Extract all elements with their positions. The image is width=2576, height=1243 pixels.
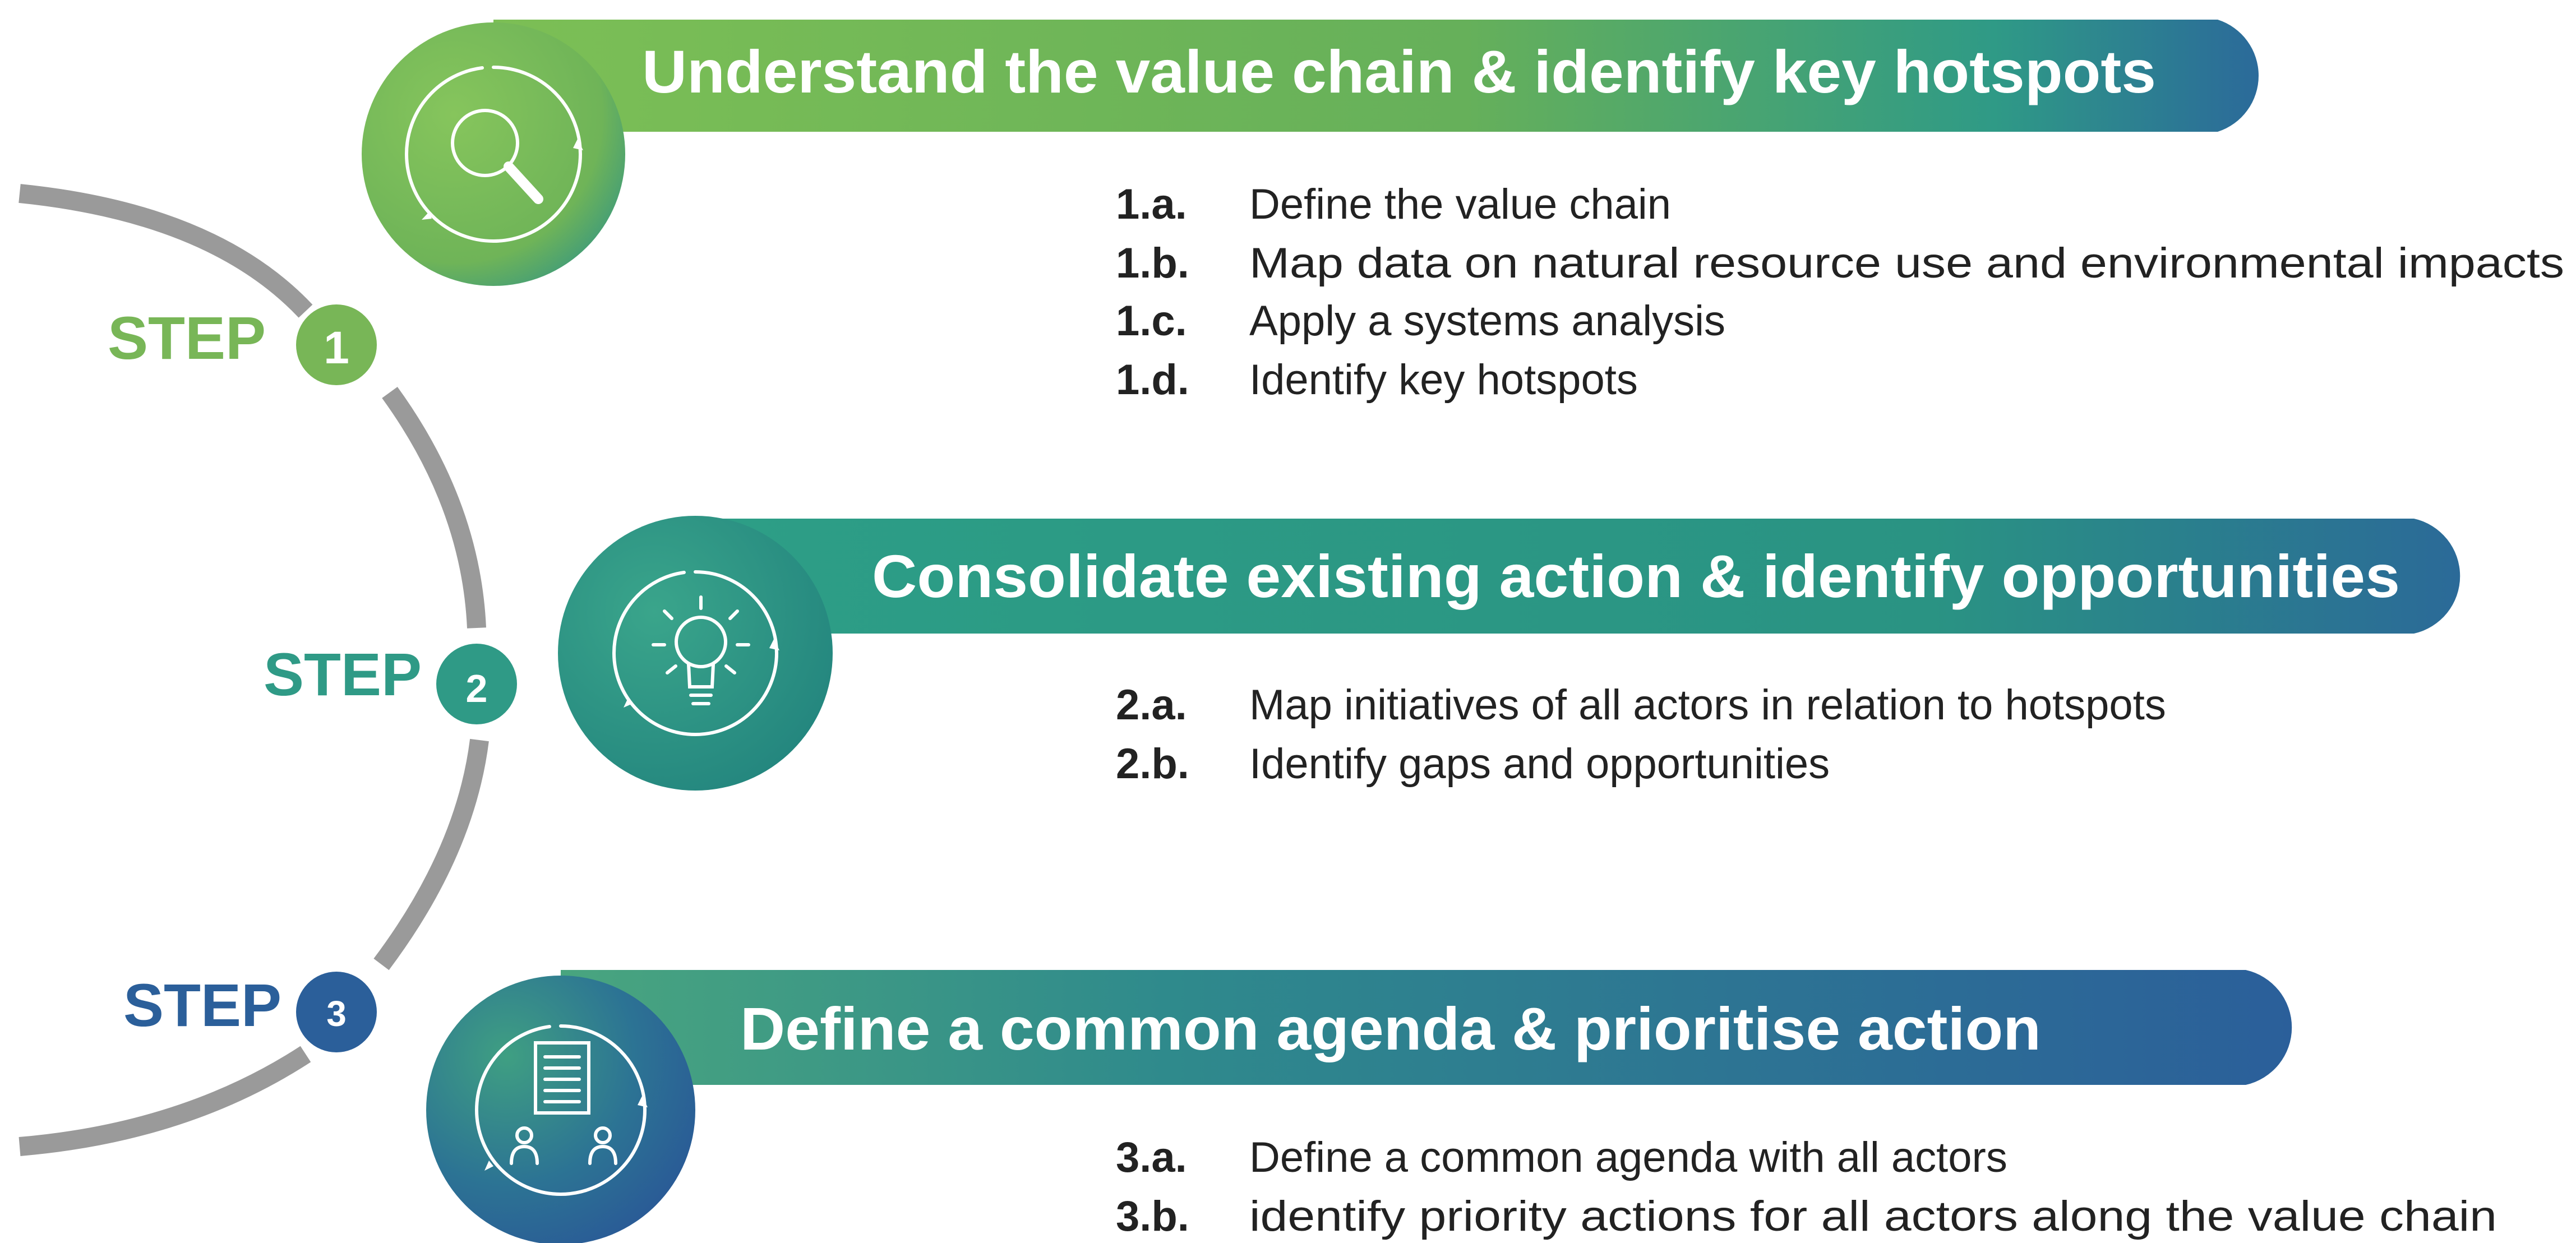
step-3-badge [296,972,377,1052]
step-3-number: 3 [326,994,347,1034]
step-1-badge [296,304,377,385]
lightbulb-icon [612,570,779,736]
step-3: Define a common agenda & prioritise acti… [123,970,2497,1243]
arc-segment-top [19,184,313,318]
substep-code: 2.a. [1116,681,1187,729]
substep-code: 1.d. [1116,356,1189,404]
step-2-number: 2 [466,667,488,710]
step-2-word: STEP [264,640,422,708]
step-3-icon-circle [426,976,695,1243]
substep-text: Map initiatives of all actors in relatio… [1249,681,2166,729]
step-3-banner [561,970,2292,1085]
step-1-icon-circle [362,22,625,286]
step-2: Consolidate existing action & identify o… [264,516,2460,791]
step-2-banner [707,519,2460,634]
timeline-arc [19,184,489,1156]
step-1-word: STEP [108,304,266,372]
step-1-number: 1 [324,322,349,373]
substep-text: identify priority actions for all actors… [1249,1193,2497,1240]
substep-code: 1.c. [1116,297,1187,345]
step-1-title: Understand the value chain & identify ke… [642,38,2156,105]
step-2-badge [436,644,517,724]
arc-segment-bottom [19,1046,311,1156]
step-1: Understand the value chain & identify ke… [108,20,2564,404]
step-2-label: STEP 2 [264,640,517,724]
step-1-label: STEP 1 [108,304,377,385]
substep-code: 1.a. [1116,181,1187,228]
substep-text: Define a common agenda with all actors [1249,1134,2007,1181]
magnifier-icon [404,66,583,243]
step-2-title: Consolidate existing action & identify o… [872,542,2400,610]
step-3-word: STEP [123,971,281,1039]
substep-code: 1.b. [1116,239,1189,287]
step-2-substeps: 2.a. Map initiatives of all actors in re… [1116,681,2166,788]
substep-text: Define the value chain [1249,181,1671,228]
step-3-title: Define a common agenda & prioritise acti… [740,995,2041,1062]
substep-text: Apply a systems analysis [1249,297,1725,345]
agenda-people-icon [474,1024,648,1196]
step-3-substeps: 3.a. Define a common agenda with all act… [1116,1134,2497,1240]
substep-text: Map data on natural resource use and env… [1249,239,2564,287]
step-3-label: STEP 3 [123,971,377,1052]
substep-code: 3.b. [1116,1193,1189,1240]
arc-segment-lower-middle [373,738,489,971]
substep-text: Identify key hotspots [1249,356,1638,404]
substep-code: 2.b. [1116,740,1189,788]
step-1-substeps: 1.a. Define the value chain 1.b. Map dat… [1116,181,2564,404]
substep-text: Identify gaps and opportunities [1249,740,1830,788]
substep-code: 3.a. [1116,1134,1187,1181]
step-1-banner [493,20,2259,132]
arc-segment-upper-middle [382,387,486,629]
step-2-icon-circle [558,516,833,791]
